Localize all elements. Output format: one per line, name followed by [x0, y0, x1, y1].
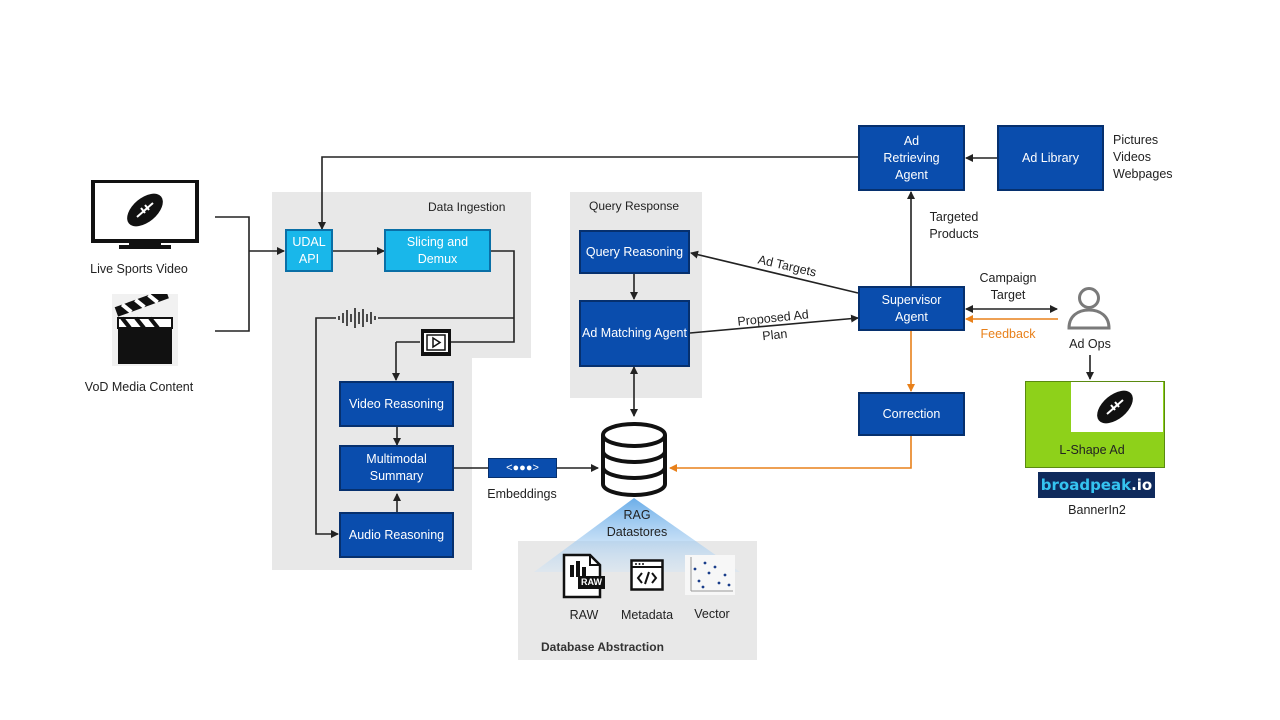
rag-datastores-label: RAG Datastores	[606, 508, 668, 539]
supervisor-agent-box[interactable]: Supervisor Agent	[858, 286, 965, 331]
targeted-products-label: Targeted Products	[929, 210, 979, 241]
broadpeak-tld: .io	[1131, 476, 1153, 494]
vod-media-content-label: VoD Media Content	[84, 380, 194, 394]
bannerin2-label: BannerIn2	[1068, 503, 1126, 517]
ad-football-icon	[1094, 387, 1136, 427]
data-ingestion-title: Data Ingestion	[428, 200, 506, 214]
ad-library-box[interactable]: Ad Library	[997, 125, 1104, 191]
live-sports-video-label: Live Sports Video	[90, 262, 188, 276]
video-frame-icon	[421, 329, 451, 356]
l-shape-ad-label: L-Shape Ad	[1059, 443, 1125, 457]
raw-badge: RAW	[578, 576, 605, 589]
football-icon	[124, 190, 166, 230]
query-reasoning-box[interactable]: Query Reasoning	[579, 230, 690, 274]
embeddings-vector-box: <●●●>	[488, 458, 557, 478]
udal-api-box[interactable]: UDAL API	[285, 229, 333, 272]
code-window-icon	[630, 559, 664, 591]
database-icon	[600, 422, 668, 498]
vector-label: Vector	[694, 607, 730, 621]
tv-icon	[91, 179, 199, 250]
audio-reasoning-box[interactable]: Audio Reasoning	[339, 512, 454, 558]
slicing-demux-box[interactable]: Slicing and Demux	[384, 229, 491, 272]
database-abstraction-title: Database Abstraction	[541, 640, 664, 654]
ad-retrieving-agent-box[interactable]: Ad Retrieving Agent	[858, 125, 965, 191]
soundwave-icon	[336, 306, 378, 330]
ad-ops-label: Ad Ops	[1069, 337, 1111, 351]
data-ingestion-panel	[272, 192, 531, 358]
library-contents-label: Pictures Videos Webpages	[1113, 133, 1173, 181]
scatter-plot-icon	[685, 555, 735, 595]
raw-label: RAW	[569, 608, 599, 622]
broadpeak-logo: broadpeak.io	[1038, 472, 1155, 498]
broadpeak-name: broadpeak	[1040, 476, 1132, 494]
correction-box[interactable]: Correction	[858, 392, 965, 436]
query-response-title: Query Response	[589, 199, 680, 213]
campaign-target-label: Campaign Target	[979, 271, 1037, 302]
person-icon	[1066, 286, 1112, 330]
multimodal-summary-box[interactable]: Multimodal Summary	[339, 445, 454, 491]
metadata-label: Metadata	[620, 608, 674, 622]
ad-matching-agent-box[interactable]: Ad Matching Agent	[579, 300, 690, 367]
feedback-label: Feedback	[980, 327, 1036, 341]
video-reasoning-box[interactable]: Video Reasoning	[339, 381, 454, 427]
clapperboard-icon	[112, 288, 178, 366]
embeddings-label: Embeddings	[487, 487, 557, 501]
